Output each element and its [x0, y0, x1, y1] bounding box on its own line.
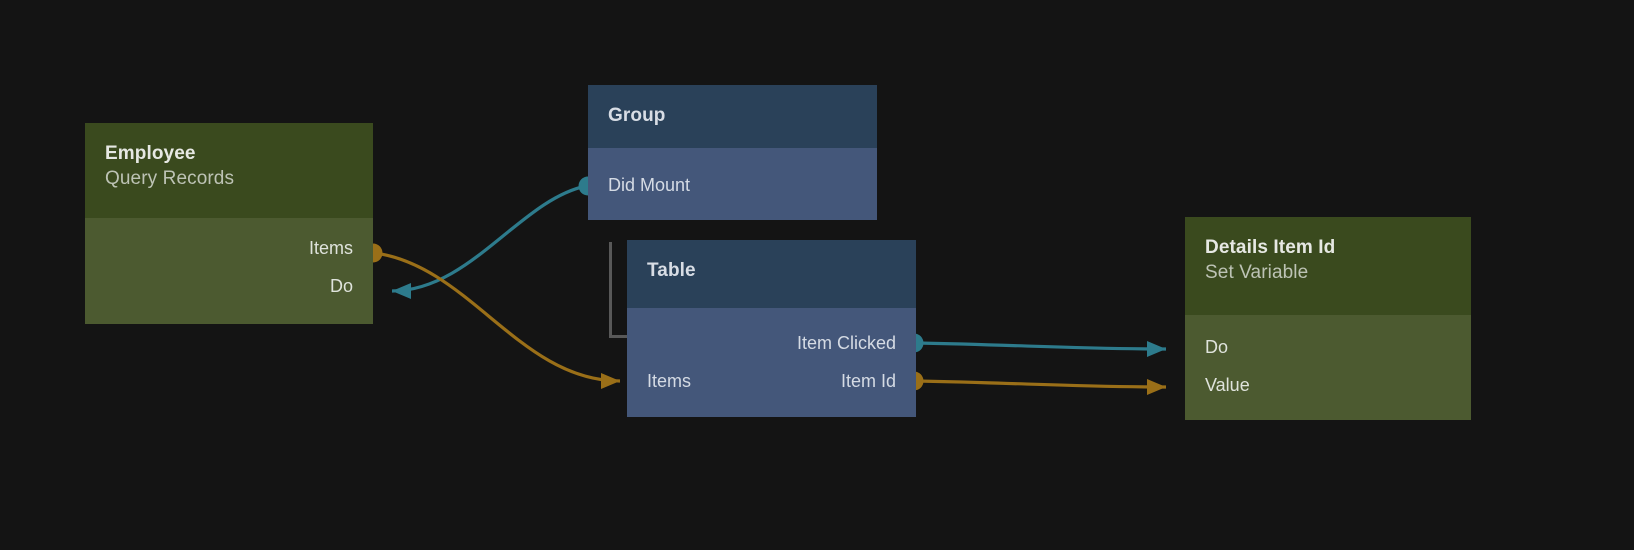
port-employee-items[interactable]: Items — [308, 238, 353, 258]
node-details-item-id[interactable]: Details Item Id Set Variable Do Value — [1185, 217, 1471, 420]
node-group-body: Did Mount — [588, 148, 877, 220]
node-employee-subtitle: Query Records — [105, 168, 235, 189]
node-details-item-id-header: Details Item Id Set Variable — [1185, 217, 1471, 315]
port-details-value[interactable]: Value — [1205, 375, 1250, 395]
port-employee-do[interactable]: Do — [329, 276, 353, 296]
port-details-do[interactable]: Do — [1205, 337, 1229, 357]
edge-group-did-mount-to-employee-do — [391, 184, 587, 299]
edge-table-item-id-to-details-value — [917, 378, 1167, 395]
node-details-item-id-subtitle: Set Variable — [1205, 262, 1309, 283]
port-group-did-mount[interactable]: Did Mount — [608, 175, 691, 195]
node-group-title: Group — [608, 105, 666, 126]
port-table-items[interactable]: Items — [647, 371, 692, 391]
node-details-item-id-title: Details Item Id — [1205, 237, 1336, 258]
port-table-item-clicked[interactable]: Item Clicked — [796, 333, 896, 353]
node-employee-body: Items Do — [85, 218, 373, 324]
port-table-item-id[interactable]: Item Id — [840, 371, 896, 391]
node-table[interactable]: Table Item Clicked Items Item Id — [627, 240, 916, 417]
node-employee-header: Employee Query Records — [85, 123, 373, 218]
edge-table-item-clicked-to-details-do — [917, 340, 1167, 357]
node-employee[interactable]: Employee Query Records Items Do — [85, 123, 373, 324]
node-table-header: Table — [627, 240, 916, 308]
node-table-body: Item Clicked Items Item Id — [627, 308, 916, 417]
edge-employee-items-to-table-items — [374, 251, 621, 389]
node-group[interactable]: Group Did Mount — [588, 85, 877, 220]
node-table-title: Table — [647, 260, 696, 281]
node-employee-title: Employee — [105, 143, 196, 164]
node-group-header: Group — [588, 85, 877, 148]
node-details-item-id-body: Do Value — [1185, 315, 1471, 420]
